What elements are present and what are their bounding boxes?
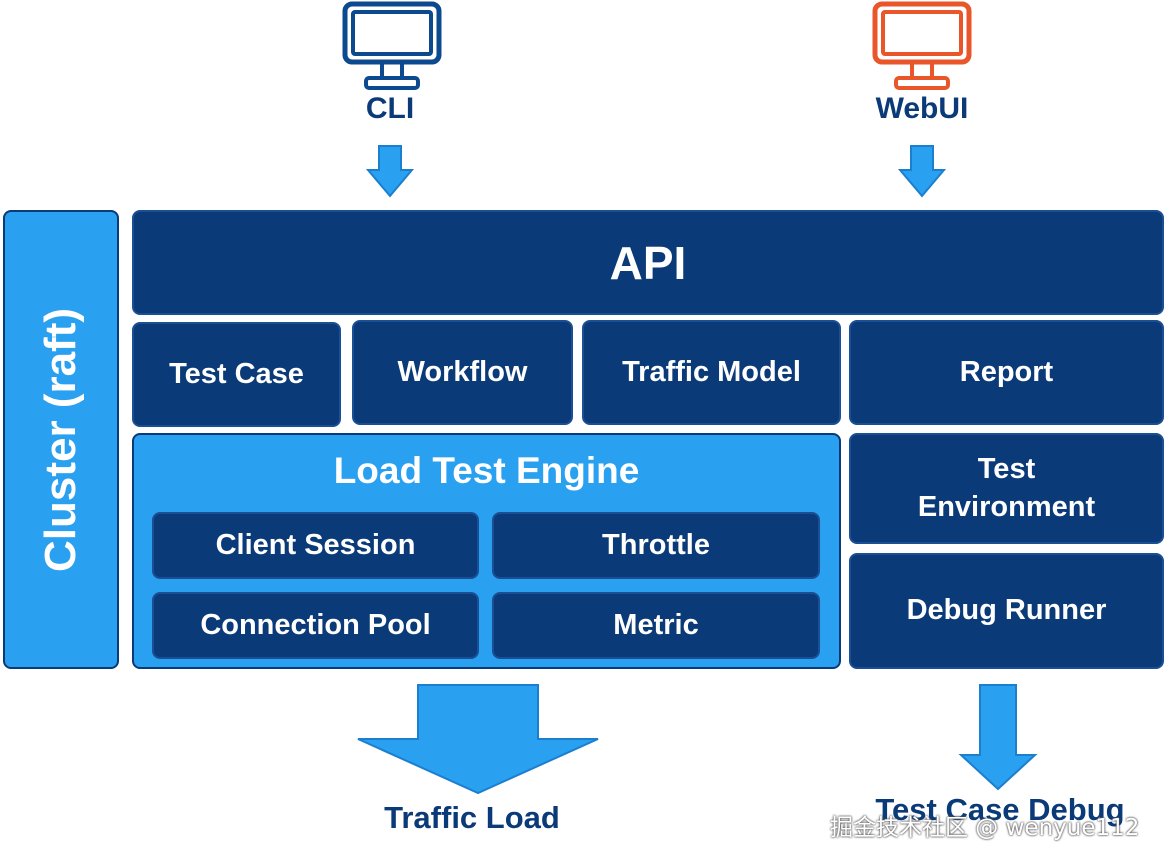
- arrow-down-icon: [366, 145, 414, 198]
- test-case-debug-label: Test Case Debug: [875, 792, 1125, 827]
- monitor-icon: [872, 1, 972, 90]
- test-environment-line2: Environment: [917, 490, 1096, 523]
- cluster-bar: Cluster (raft): [3, 210, 119, 669]
- webui-label: WebUI: [875, 92, 969, 125]
- arrow-down-icon: [357, 684, 599, 795]
- api-label: API: [609, 236, 687, 289]
- cluster-label: Cluster (raft): [36, 307, 85, 572]
- engine-title: Load Test Engine: [333, 450, 640, 491]
- cli-label: CLI: [365, 92, 415, 125]
- arrow-down-icon: [898, 145, 946, 198]
- client-session-block: Client Session: [152, 512, 479, 579]
- test-environment-line1: Test: [977, 452, 1036, 485]
- debug-runner-block: Debug Runner: [849, 553, 1164, 669]
- test-case-module: Test Case: [132, 322, 341, 427]
- monitor-icon: [342, 1, 442, 90]
- traffic-load-label: Traffic Load: [384, 800, 560, 835]
- traffic-model-module: Traffic Model: [582, 320, 841, 425]
- connection-pool-block: Connection Pool: [152, 592, 479, 659]
- watermark: 掘金技术社区 @ wenyue112: [830, 815, 1140, 841]
- api-bar: API: [132, 210, 1164, 315]
- report-module: Report: [849, 320, 1164, 425]
- throttle-block: Throttle: [492, 512, 820, 579]
- metric-block: Metric: [492, 592, 820, 659]
- arrow-down-icon: [958, 684, 1038, 791]
- workflow-module: Workflow: [352, 320, 573, 425]
- test-environment-block: Test Environment: [849, 433, 1164, 544]
